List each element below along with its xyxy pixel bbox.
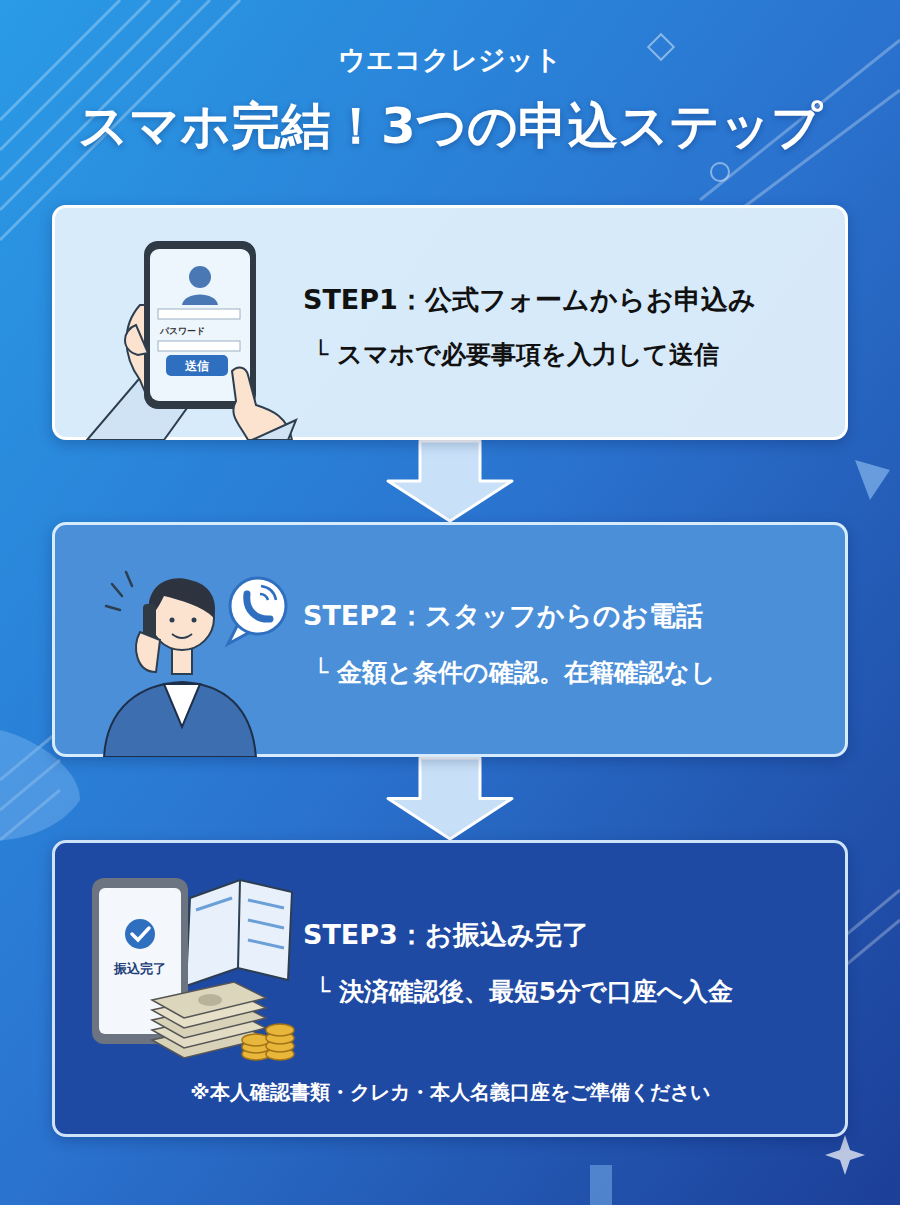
background-part [825,1135,865,1175]
staff-call-illustration-part-part [126,572,132,586]
staff-call-illustration-part [260,594,268,600]
phone-hand-illustration [52,205,848,440]
note-text: ※本人確認書類・クレカ・本人名義口座をご準備ください [55,1079,845,1106]
staff-call-illustration-part [172,634,192,638]
background-part-part [840,920,900,970]
staff-call-illustration-part [170,618,175,623]
step-box: STEP2：スタッフからのお電話 └ 金額と条件の確認。在籍確認なし [52,522,848,757]
staff-call-illustration-part-part [112,584,122,596]
transfer-illustration-part-part [248,900,284,908]
flow-arrow [388,758,512,839]
transfer-illustration-part-part [248,920,284,928]
brand-name: ウエコクレジット [338,44,562,76]
phone-hand-illustration-part [189,266,211,288]
flow-arrow [388,441,512,521]
transfer-illustration-part [186,880,292,986]
step-heading: STEP2：スタッフからのお電話 [303,598,845,634]
step-detail: └ 決済確認後、最短5分で口座へ入金 [315,975,845,1009]
transfer-illustration-part [125,919,155,949]
step-heading: STEP3：お振込み完了 [303,917,845,953]
background-part [0,0,900,970]
phone-hand-illustration-part [166,355,228,376]
background-part [855,460,890,500]
phone-hand-illustration-part [158,341,240,351]
illustration-label: 送信 [185,359,209,373]
transfer-illustration-part-part [248,940,284,948]
step-heading: STEP1：公式フォームからお申込み [303,282,845,318]
step-box: STEP1：公式フォームからお申込み └ スマホで必要事項を入力して送信 [52,205,848,440]
transfer-illustration-part-part [152,982,266,1018]
background-part [648,34,673,59]
background-part [711,163,729,181]
staff-call-illustration-part [148,578,215,618]
phone-hand-illustration-part [182,295,218,306]
transfer-illustration-part [242,1024,294,1060]
staff-call-illustration-part [164,684,200,727]
staff-call-illustration-part [106,572,132,610]
staff-call-illustration-part [192,618,197,623]
illustration-label: 振込完了 [114,961,166,977]
staff-call-illustration-part-part [106,606,120,610]
staff-call-illustration-part [261,586,276,600]
staff-call-illustration-part [136,632,160,672]
transfer-illustration-part [198,994,222,1006]
transfer-illustration-part [238,880,240,968]
illustration-label: パスワード [160,326,205,337]
phone-hand-illustration-part [158,309,240,319]
staff-call-illustration-part [104,682,256,757]
transfer-illustration-part-part [266,1024,294,1036]
staff-call-illustration [52,522,848,757]
transfer-illustration-part [132,928,149,940]
main-title: スマホ完結！3つの申込ステップ [78,96,822,156]
step-detail: └ 金額と条件の確認。在籍確認なし [313,656,845,690]
transfer-illustration-part [196,898,284,948]
staff-call-illustration-part [230,578,286,634]
phone-hand-illustration-part [252,420,296,440]
staff-call-illustration-part [247,594,270,619]
transfer-illustration-part-part [196,898,232,910]
background-part [590,1165,612,1205]
step-detail: └ スマホで必要事項を入力して送信 [313,338,845,372]
background-part-part [840,890,900,940]
phone-hand-illustration-part [125,325,148,355]
step-box: STEP3：お振込み完了 └ 決済確認後、最短5分で口座へ入金 ※本人確認書類・クレ… [52,840,848,1137]
